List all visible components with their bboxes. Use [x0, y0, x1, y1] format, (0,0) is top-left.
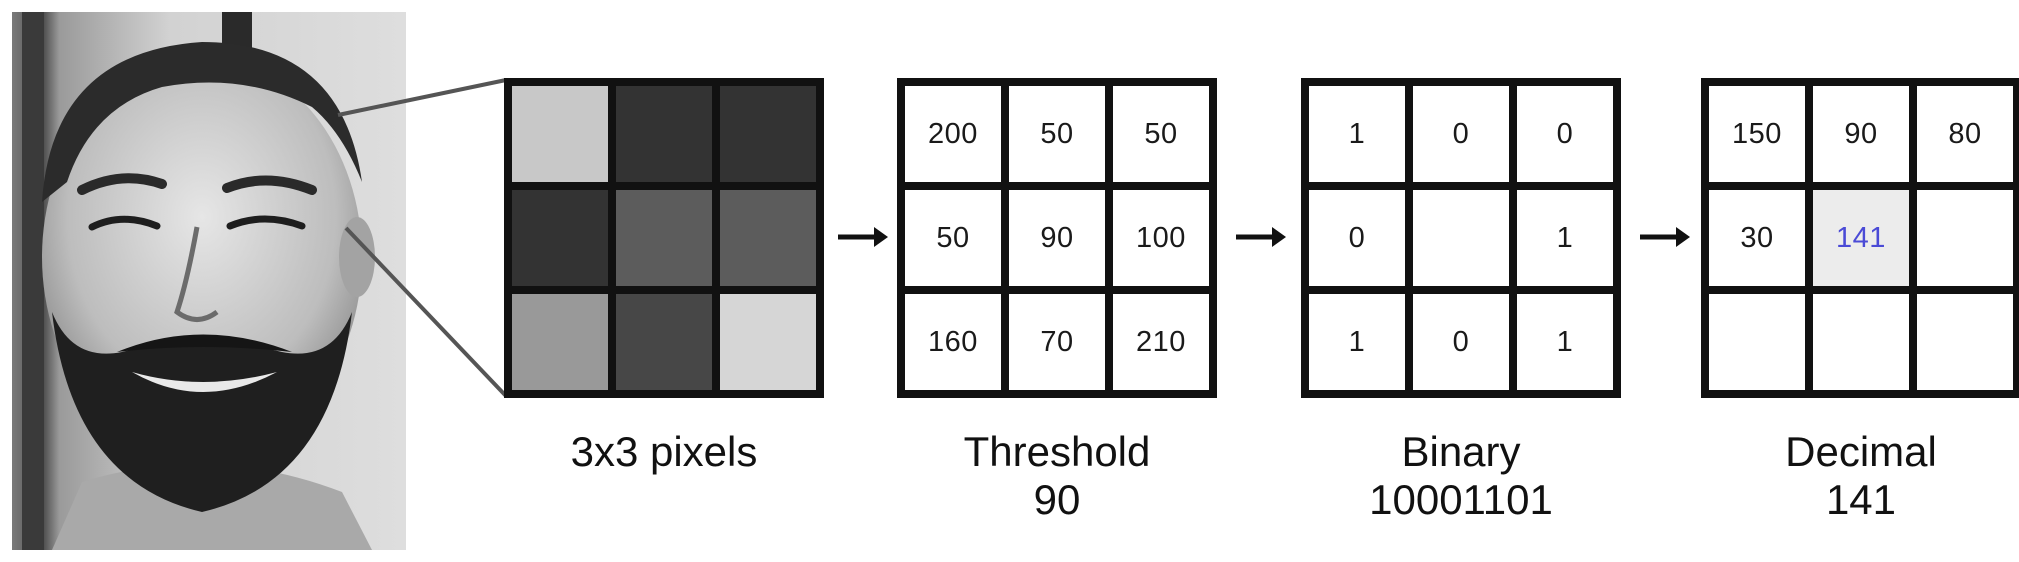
caption-subtitle: 10001101 — [1369, 476, 1553, 523]
grid-cell — [720, 86, 816, 182]
grid-cell: 0 — [1309, 190, 1405, 286]
arrow-right-icon — [1236, 227, 1286, 247]
grid-cell: 210 — [1113, 294, 1209, 390]
grid-cell: 1 — [1517, 190, 1613, 286]
arrow-right-icon — [838, 227, 888, 247]
face-photo — [12, 12, 406, 550]
grid-cell: 50 — [905, 190, 1001, 286]
grid-cell — [720, 294, 816, 390]
binary-caption: Binary 10001101 — [1301, 428, 1621, 524]
caption-title: Threshold — [963, 428, 1151, 475]
grid-cell: 0 — [1413, 86, 1509, 182]
grid-cell: 90 — [1009, 190, 1105, 286]
grid-cell — [512, 190, 608, 286]
caption-title: 3x3 pixels — [570, 428, 758, 475]
grid-cell — [512, 294, 608, 390]
face-illustration — [12, 12, 406, 550]
grid-cell: 160 — [905, 294, 1001, 390]
pixel-grid-caption: 3x3 pixels — [504, 428, 824, 476]
threshold-caption: Threshold 90 — [897, 428, 1217, 524]
grid-cell — [1917, 294, 2013, 390]
grid-cell — [1813, 294, 1909, 390]
grid-cell — [616, 294, 712, 390]
pixel-grid — [504, 78, 824, 398]
grid-cell — [1917, 190, 2013, 286]
grid-cell — [1709, 294, 1805, 390]
grid-cell: 90 — [1813, 86, 1909, 182]
grid-cell: 1 — [1517, 294, 1613, 390]
grid-cell: 200 — [905, 86, 1001, 182]
caption-subtitle: 90 — [1033, 476, 1081, 523]
caption-title: Decimal — [1785, 428, 1937, 475]
grid-cell: 30 — [1709, 190, 1805, 286]
grid-cell: 1 — [1309, 294, 1405, 390]
caption-subtitle: 141 — [1825, 476, 1897, 523]
grid-cell: 0 — [1517, 86, 1613, 182]
grid-cell: 50 — [1009, 86, 1105, 182]
grid-cell — [616, 86, 712, 182]
arrow-right-icon — [1640, 227, 1690, 247]
grid-cell: 100 — [1113, 190, 1209, 286]
grid-cell — [512, 86, 608, 182]
grid-cell: 80 — [1917, 86, 2013, 182]
grid-cell: 70 — [1009, 294, 1105, 390]
grid-cell: 150 — [1709, 86, 1805, 182]
grid-cell: 1 — [1309, 86, 1405, 182]
grid-cell: 141 — [1813, 190, 1909, 286]
grid-cell — [1413, 190, 1509, 286]
decimal-caption: Decimal 141 — [1701, 428, 2019, 524]
grid-cell: 50 — [1113, 86, 1209, 182]
grid-cell — [720, 190, 816, 286]
caption-title: Binary — [1401, 428, 1521, 475]
grid-cell — [616, 190, 712, 286]
grid-cell: 0 — [1413, 294, 1509, 390]
